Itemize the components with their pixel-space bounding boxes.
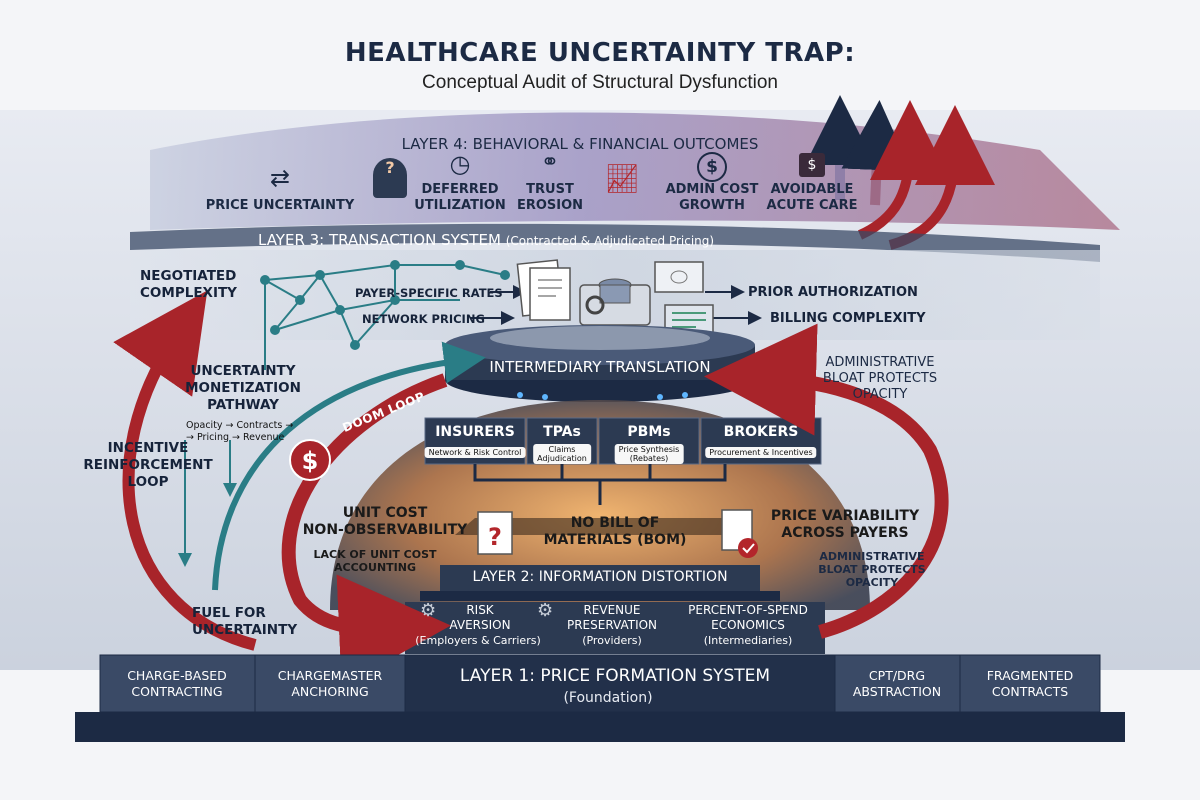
- dollar-sign-icon: $: [302, 447, 319, 475]
- outcome-arrow-3: [857, 100, 950, 240]
- entity-pbms: PBMs: [627, 424, 671, 440]
- incentives-band: [405, 602, 825, 654]
- admin-bloat-label: ADMINISTRATIVE BLOAT PROTECTS OPACITY: [822, 355, 938, 402]
- entity-connectors: [473, 464, 727, 505]
- monetization-steps: Opacity → Contracts → → Pricing → Revenu…: [186, 420, 294, 443]
- entity-tpas-sub: Claims Adjudication: [533, 444, 591, 464]
- incentive-percent-of-spend-sub: (Intermediaries): [703, 634, 793, 647]
- bom-step: [455, 518, 745, 535]
- foundation-plinth: [75, 712, 1125, 742]
- gear-plus-icon: ⚙: [537, 600, 554, 621]
- layer3-label-main: LAYER 3: TRANSACTION SYSTEM: [258, 231, 501, 249]
- flow-payer-specific-rates: PAYER-SPECIFIC RATES: [355, 286, 503, 300]
- incentive-revenue-preservation-sub: (Providers): [582, 634, 642, 647]
- entity-brokers-sub: Procurement & Incentives: [705, 447, 817, 458]
- price-variability-title: PRICE VARIABILITY ACROSS PAYERS: [770, 508, 920, 541]
- svg-text:?: ?: [488, 523, 502, 551]
- card-stack-icon: [654, 261, 714, 336]
- intermediary-label: INTERMEDIARY TRANSLATION: [489, 358, 711, 376]
- rising-chart-icon: 📈︎: [604, 162, 640, 195]
- price-variability-doc-icon: [721, 509, 758, 558]
- dollar-coin-icon: $: [697, 152, 727, 182]
- bom-title: NO BILL OF MATERIALS (BOM): [543, 515, 687, 548]
- negotiated-complexity-label: NEGOTIATED COMPLEXITY: [140, 268, 237, 301]
- layer1-label: LAYER 1: PRICE FORMATION SYSTEM: [459, 666, 771, 686]
- doom-dollar-badge: [289, 439, 331, 481]
- layer2-bar: [440, 565, 760, 591]
- foundation-charge-based: CHARGE-BASED CONTRACTING: [127, 668, 227, 699]
- incentive-risk-aversion: RISK AVERSION: [449, 603, 511, 632]
- foundation-fragmented: FRAGMENTED CONTRACTS: [986, 668, 1074, 699]
- monetization-arrow: [212, 341, 486, 591]
- doom-loop-left-arrow: [281, 373, 451, 687]
- layer4-label: LAYER 4: BEHAVIORAL & FINANCIAL OUTCOMES: [401, 135, 759, 153]
- incentive-risk-aversion-sub: (Employers & Carriers): [415, 634, 541, 647]
- flow-prior-authorization: PRIOR AUTHORIZATION: [748, 285, 918, 300]
- outcome-admin-cost-growth: ADMIN COST GROWTH: [665, 182, 759, 213]
- gear-icon: ⚙: [420, 600, 437, 621]
- entity-tpas: TPAs: [543, 424, 581, 440]
- incentive-percent-of-spend: PERCENT-OF-SPEND ECONOMICS: [688, 603, 808, 632]
- platform-lights: [517, 392, 688, 400]
- foundation-block-1: [99, 654, 256, 713]
- network-nodes: [260, 260, 510, 350]
- fuel-for-uncertainty-label: FUEL FOR UNCERTAINTY: [192, 605, 298, 638]
- document-stack-icon: [516, 259, 571, 321]
- layer3-band: [130, 223, 1100, 262]
- foundation-cpt-drg: CPT/DRG ABSTRACTION: [852, 668, 942, 699]
- entity-pbms-sub: Price Synthesis (Rebates): [614, 444, 684, 464]
- server-machine-icon: [579, 278, 651, 326]
- page-subtitle: Conceptual Audit of Structural Dysfuncti…: [422, 72, 778, 93]
- incentive-loop-label: INCENTIVE REINFORCEMENT LOOP: [83, 440, 213, 490]
- entity-insurers-sub: Network & Risk Control: [424, 447, 526, 458]
- outcome-deferred-utilization: DEFERRED UTILIZATION: [414, 182, 506, 213]
- foundation-block-2: [254, 654, 406, 713]
- layer2-base: [420, 591, 780, 601]
- outcome-price-uncertainty: PRICE UNCERTAINTY: [205, 198, 355, 213]
- clock-icon: ◷: [449, 150, 471, 178]
- flow-billing-complexity: BILLING COMPLEXITY: [770, 311, 926, 326]
- handshake-icon: ⚭: [540, 150, 560, 175]
- incentive-revenue-preservation: REVENUE PRESERVATION: [566, 603, 658, 632]
- page-title: HEALTHCARE UNCERTAINTY TRAP:: [344, 38, 856, 68]
- foundation-block-4: [959, 654, 1101, 713]
- foundation-chargemaster: CHARGEMASTER ANCHORING: [277, 668, 383, 699]
- layer2-label: LAYER 2: INFORMATION DISTORTION: [472, 569, 728, 585]
- layer3-label-note: (Contracted & Adjudicated Pricing): [505, 234, 715, 248]
- person-question-icon: [373, 158, 407, 198]
- outcome-trust-erosion: TRUST EROSION: [516, 182, 584, 213]
- layer1-sub: (Foundation): [563, 690, 653, 706]
- incentive-loop-arrow: [113, 290, 257, 651]
- flow-network-pricing: NETWORK PRICING: [362, 312, 485, 326]
- platform-disc: [490, 326, 710, 350]
- foundation-block-3: [834, 654, 961, 713]
- person-question-mark: ?: [385, 158, 395, 177]
- price-variability-sub: ADMINISTRATIVE BLOAT PROTECTS OPACITY: [818, 550, 926, 589]
- outcome-avoidable-acute-care: AVOIDABLE ACUTE CARE: [766, 182, 858, 213]
- unit-cost-doc-icon: ?: [477, 511, 513, 555]
- price-uncertainty-icon: ⇄: [269, 164, 291, 192]
- monetization-pathway-label: UNCERTAINTY MONETIZATION PATHWAY: [185, 363, 301, 413]
- outcome-arrow-2: [841, 100, 912, 206]
- unit-cost-sub: LACK OF UNIT COST ACCOUNTING: [313, 548, 437, 574]
- entity-insurers: INSURERS: [435, 424, 515, 440]
- unit-cost-title: UNIT COST NON-OBSERVABILITY: [302, 505, 468, 538]
- doom-loop-right-arrow: [704, 323, 949, 639]
- entity-brokers: BROKERS: [723, 424, 799, 440]
- layer3-label: LAYER 3: TRANSACTION SYSTEM (Contracted …: [258, 231, 714, 249]
- medical-bag-icon: $: [799, 153, 825, 177]
